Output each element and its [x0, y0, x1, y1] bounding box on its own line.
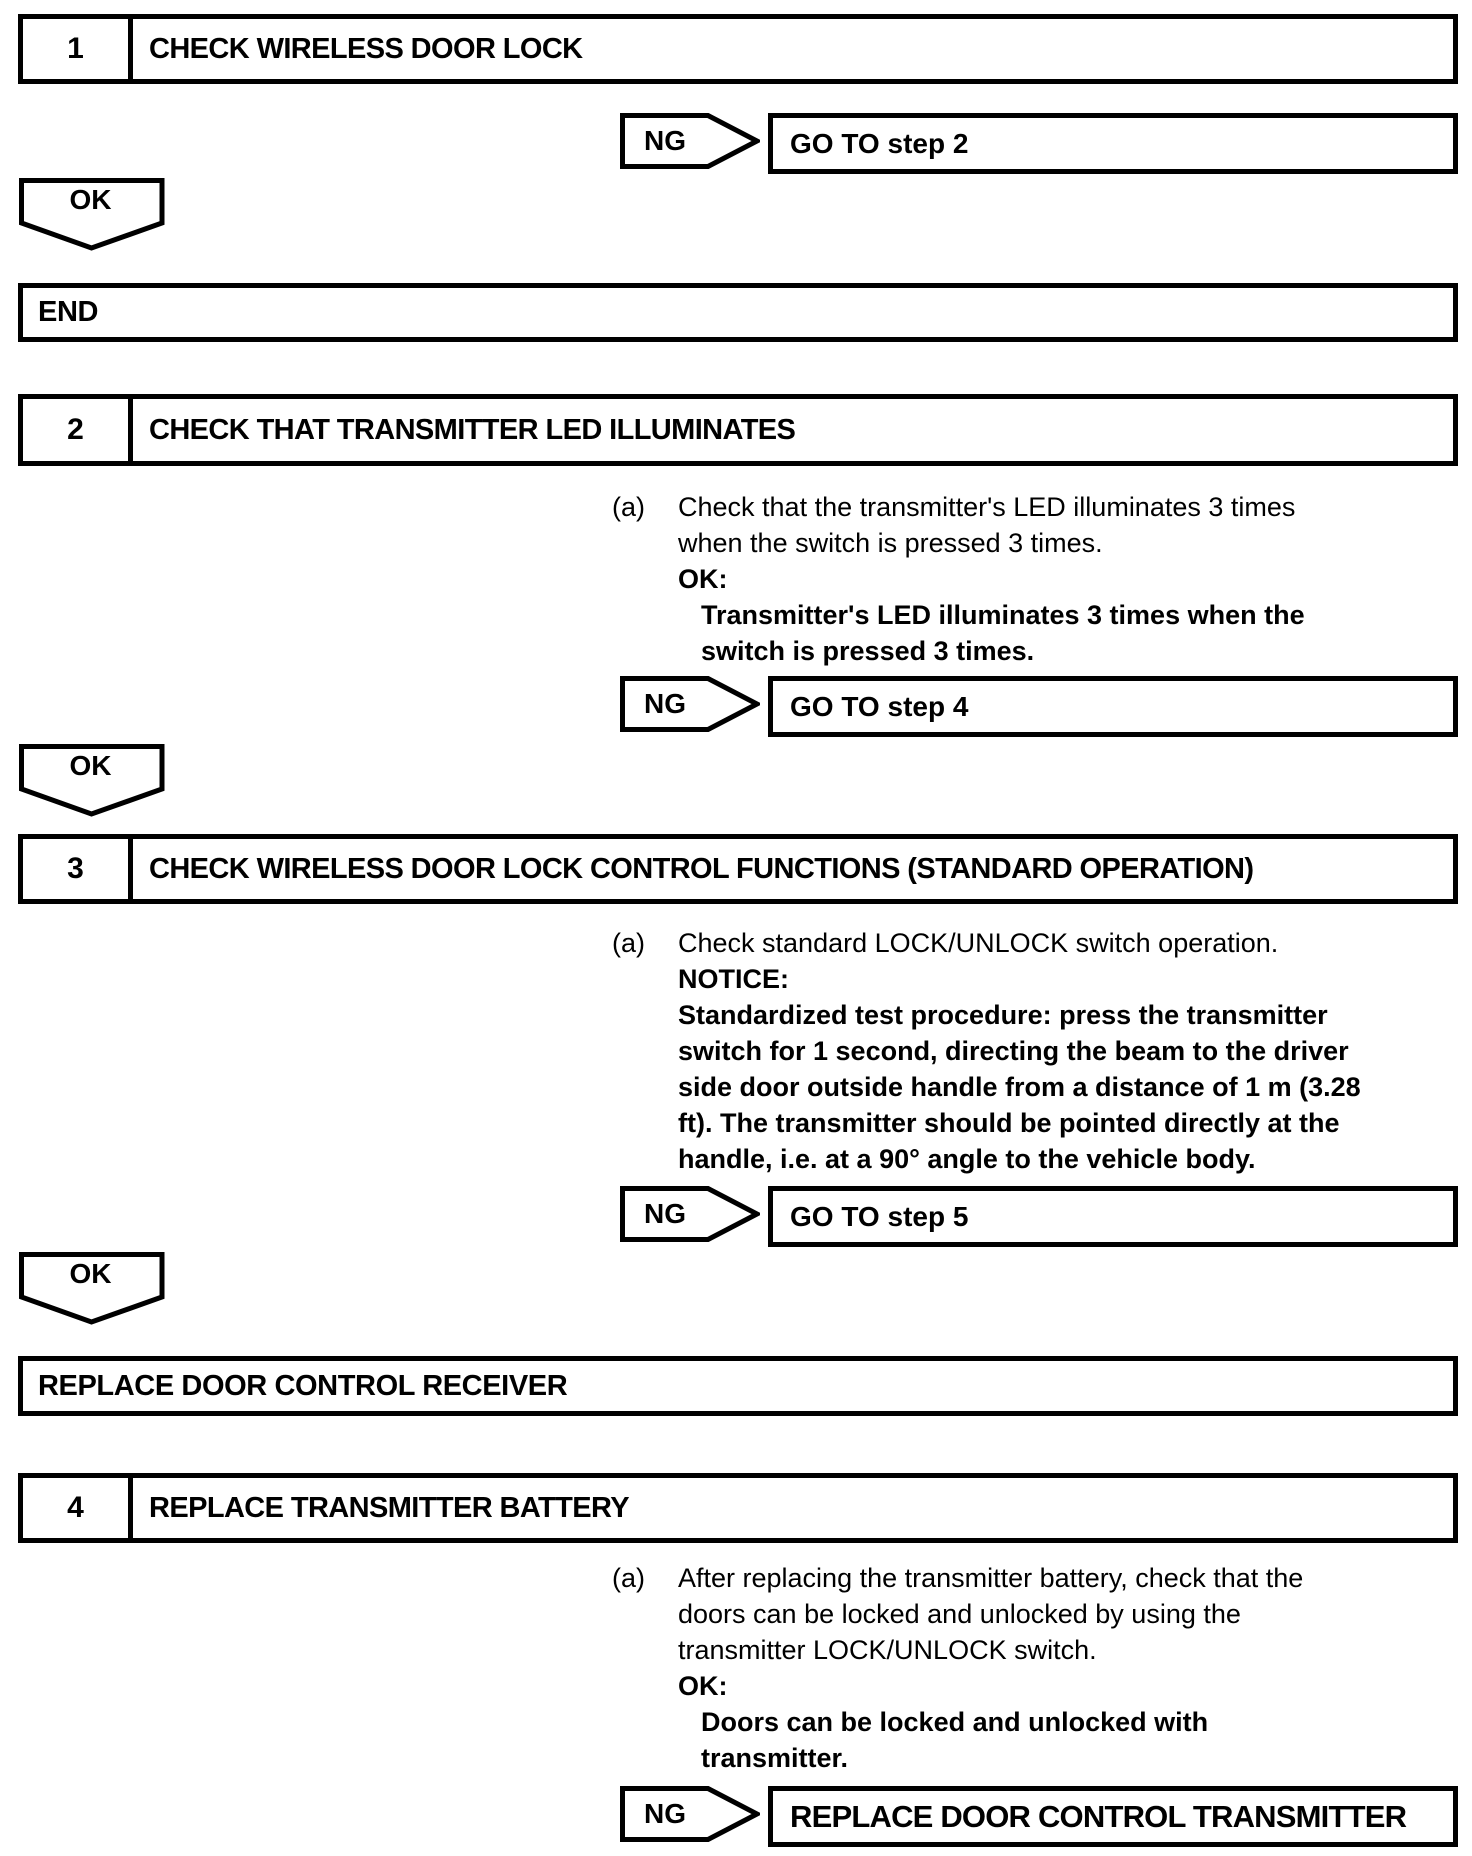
step-4-number: 4: [23, 1478, 133, 1538]
ok-pentagon-icon: [19, 744, 165, 817]
step-1-title: CHECK WIRELESS DOOR LOCK: [149, 32, 583, 65]
procedure-line: when the switch is pressed 3 times.: [678, 528, 1103, 558]
procedure-line: switch is pressed 3 times.: [701, 636, 1035, 666]
step-2-title: CHECK THAT TRANSMITTER LED ILLUMINATES: [149, 413, 796, 446]
procedure-text: Check that the transmitter's LED illumin…: [678, 492, 1296, 522]
step-2-ng-label: NG: [644, 688, 686, 719]
step-1-header: 1 CHECK WIRELESS DOOR LOCK: [18, 14, 1458, 84]
step-1-number: 1: [23, 19, 133, 79]
list-marker: (a): [612, 1563, 645, 1593]
step-4-ng-label: NG: [644, 1798, 686, 1829]
step-2-header: 2 CHECK THAT TRANSMITTER LED ILLUMINATES: [18, 394, 1458, 466]
step-3-title: CHECK WIRELESS DOOR LOCK CONTROL FUNCTIO…: [149, 852, 1254, 885]
procedure-text: After replacing the transmitter battery,…: [678, 1563, 1304, 1593]
step-2-ng-connector: NG: [620, 676, 760, 732]
step-3-ok-label: OK: [69, 1258, 112, 1289]
procedure-line: Doors can be locked and unlocked with: [701, 1707, 1209, 1737]
list-marker: (a): [612, 928, 645, 958]
step-3-ng-label: NG: [644, 1198, 686, 1229]
ok-pentagon-icon: [19, 1252, 165, 1325]
procedure-line: (a) Check that the transmitter's LED ill…: [612, 489, 1452, 525]
ok-pentagon-icon: [19, 178, 165, 251]
ng-arrow-icon: [620, 1186, 760, 1242]
step-4-procedure: (a) After replacing the transmitter batt…: [612, 1560, 1452, 1776]
step-2-ok-connector: OK: [19, 744, 165, 818]
step-1-ok-connector: OK: [19, 178, 165, 252]
step-2-number: 2: [23, 399, 133, 461]
procedure-line: Transmitter's LED illuminates 3 times wh…: [701, 600, 1305, 630]
procedure-text: Check standard LOCK/UNLOCK switch operat…: [678, 928, 1279, 958]
procedure-line: NOTICE:: [678, 964, 789, 994]
step-3-header: 3 CHECK WIRELESS DOOR LOCK CONTROL FUNCT…: [18, 834, 1458, 904]
procedure-line: OK:: [678, 1671, 728, 1701]
step-2-ok-label: OK: [69, 750, 112, 781]
replace-transmitter-box: REPLACE DOOR CONTROL TRANSMITTER: [768, 1786, 1458, 1847]
replace-receiver-box: REPLACE DOOR CONTROL RECEIVER: [18, 1356, 1458, 1416]
procedure-line: OK:: [678, 564, 728, 594]
procedure-line: switch for 1 second, directing the beam …: [678, 1036, 1349, 1066]
procedure-line: transmitter.: [701, 1743, 849, 1773]
step-1-ng-label: NG: [644, 125, 686, 156]
procedure-line: handle, i.e. at a 90° angle to the vehic…: [678, 1144, 1256, 1174]
step-3-procedure: (a) Check standard LOCK/UNLOCK switch op…: [612, 925, 1452, 1177]
step-4-header: 4 REPLACE TRANSMITTER BATTERY: [18, 1473, 1458, 1543]
procedure-line: ft). The transmitter should be pointed d…: [678, 1108, 1340, 1138]
step-3-ok-connector: OK: [19, 1252, 165, 1326]
procedure-line: Standardized test procedure: press the t…: [678, 1000, 1328, 1030]
procedure-line: doors can be locked and unlocked by usin…: [678, 1599, 1241, 1629]
step-3-ng-connector: NG: [620, 1186, 760, 1242]
procedure-line: (a) Check standard LOCK/UNLOCK switch op…: [612, 925, 1452, 961]
step-3-ng-result-box: GO TO step 5: [768, 1186, 1458, 1247]
ng-arrow-icon: [620, 1786, 760, 1842]
procedure-line: side door outside handle from a distance…: [678, 1072, 1361, 1102]
step-2-procedure: (a) Check that the transmitter's LED ill…: [612, 489, 1452, 669]
ng-arrow-icon: [620, 113, 760, 169]
end-box: END: [18, 283, 1458, 342]
step-1-ng-connector: NG: [620, 113, 760, 169]
step-3-number: 3: [23, 839, 133, 899]
step-4-title: REPLACE TRANSMITTER BATTERY: [149, 1491, 630, 1524]
list-marker: (a): [612, 492, 645, 522]
procedure-line: transmitter LOCK/UNLOCK switch.: [678, 1635, 1097, 1665]
step-1-ok-label: OK: [69, 184, 112, 215]
step-1-ng-result-box: GO TO step 2: [768, 113, 1458, 174]
procedure-line: (a) After replacing the transmitter batt…: [612, 1560, 1452, 1596]
step-4-ng-connector: NG: [620, 1786, 760, 1842]
step-2-ng-result-box: GO TO step 4: [768, 676, 1458, 737]
ng-arrow-icon: [620, 676, 760, 732]
